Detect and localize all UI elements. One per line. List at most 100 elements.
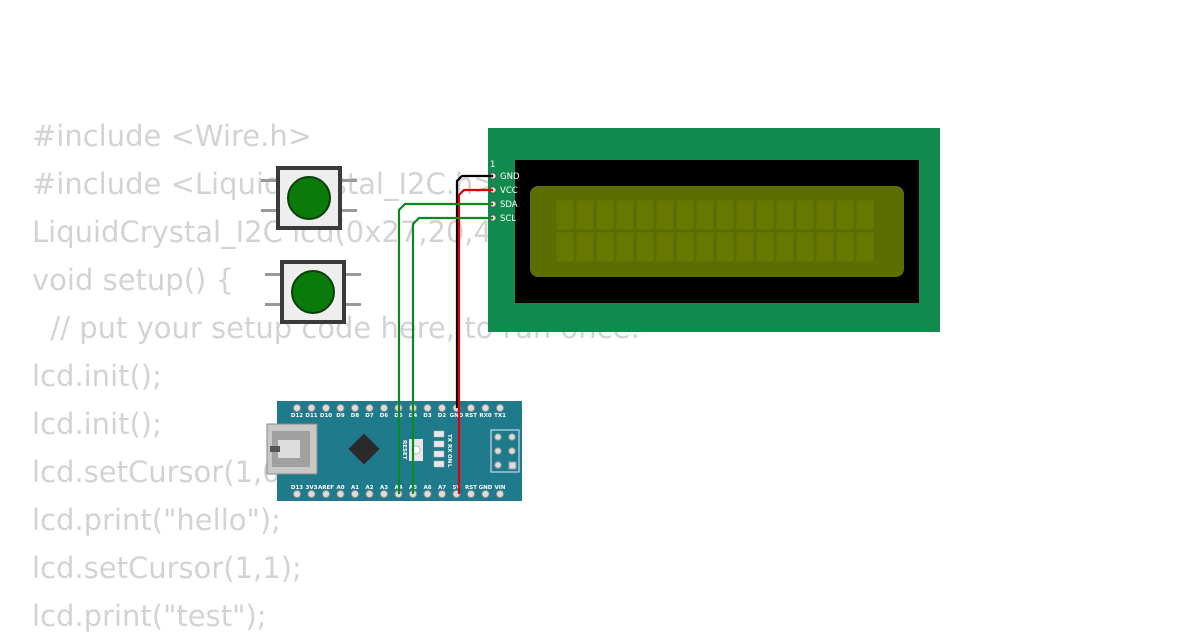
lcd-char-cell — [755, 199, 775, 231]
code-line: lcd.print("hello"); — [32, 503, 281, 537]
lcd-char-cell — [695, 199, 715, 231]
usb-connector — [266, 423, 318, 475]
nano-pin-d9[interactable] — [336, 403, 345, 413]
nano-pin-tx1[interactable] — [495, 403, 505, 413]
wire-sda[interactable] — [397, 202, 493, 494]
nano-pin-d7[interactable] — [365, 403, 374, 413]
nano-pin-label: D12 — [291, 413, 303, 419]
nano-pin-label: GND — [479, 485, 493, 491]
code-line: LiquidCrystal_I2C lcd(0x27,20,4); — [32, 215, 514, 249]
lcd-char-cell — [595, 231, 615, 263]
nano-pin-rst[interactable] — [466, 489, 476, 499]
lcd-char-cell — [575, 231, 595, 263]
lcd-char-cell — [595, 199, 615, 231]
code-line: lcd.print("test"); — [32, 599, 267, 633]
lcd-char-cell — [715, 199, 735, 231]
nano-pin-rx0[interactable] — [481, 403, 490, 413]
led-on — [433, 450, 445, 458]
lcd-char-cell — [675, 231, 695, 263]
nano-pin-vin[interactable] — [495, 489, 505, 499]
nano-pin-gnd[interactable] — [481, 489, 490, 499]
microcontroller-chip — [348, 433, 380, 465]
lcd-character-grid — [555, 199, 875, 263]
nano-pin-label: VIN — [495, 485, 506, 491]
lcd-char-cell — [855, 199, 875, 231]
code-line: lcd.setCursor(1,1); — [32, 551, 302, 585]
lcd-char-cell — [775, 231, 795, 263]
nano-pin-label: A3 — [380, 485, 388, 491]
nano-pin-label: 3V3 — [306, 485, 318, 491]
nano-pin-a6[interactable] — [423, 489, 432, 499]
nano-pin-rst[interactable] — [466, 403, 476, 413]
lcd-char-cell — [855, 231, 875, 263]
lcd-pin1-marker: 1 — [490, 160, 495, 170]
nano-pin-label: D8 — [351, 413, 360, 419]
nano-pin-d10[interactable] — [321, 403, 331, 413]
lcd-char-cell — [815, 231, 835, 263]
icsp-header — [490, 429, 520, 473]
lcd-char-cell — [815, 199, 835, 231]
lcd-char-cell — [655, 231, 675, 263]
nano-pin-label: D7 — [365, 413, 374, 419]
nano-pin-a1[interactable] — [350, 489, 360, 499]
nano-pin-d8[interactable] — [350, 403, 360, 413]
button-leg — [265, 273, 281, 276]
button-cap[interactable] — [287, 176, 331, 220]
code-line: #include <Wire.h> — [32, 119, 313, 153]
wire-scl[interactable] — [411, 216, 493, 494]
wire-vcc[interactable] — [457, 188, 493, 494]
nano-pin-label: A1 — [351, 485, 359, 491]
nano-pin-label: D6 — [380, 413, 389, 419]
button-leg — [341, 179, 357, 182]
nano-pin-a0[interactable] — [336, 489, 345, 499]
nano-pin-d6[interactable] — [379, 403, 389, 413]
nano-pin-label: AREF — [318, 485, 334, 491]
wire-gnd[interactable] — [455, 174, 493, 408]
lcd-char-cell — [835, 199, 855, 231]
lcd-pin-label: SCL — [500, 214, 516, 224]
nano-pin-label: GND — [450, 413, 464, 419]
lcd-char-cell — [755, 231, 775, 263]
code-line: void setup() { — [32, 263, 234, 297]
lcd-char-cell — [655, 199, 675, 231]
nano-pin-label: TX1 — [494, 413, 506, 419]
status-leds — [433, 430, 445, 468]
nano-pin-d13[interactable] — [292, 489, 302, 499]
lcd-char-cell — [635, 231, 655, 263]
nano-pin-label: RST — [465, 413, 477, 419]
nano-pin-3v3[interactable] — [307, 489, 316, 499]
pushbutton-2[interactable] — [265, 260, 361, 324]
nano-pin-a2[interactable] — [365, 489, 374, 499]
lcd-pin-label: VCC — [500, 186, 518, 196]
led-l — [433, 460, 445, 468]
button-cap[interactable] — [291, 270, 335, 314]
lcd-char-cell — [735, 199, 755, 231]
wires — [397, 174, 493, 494]
lcd-char-cell — [795, 199, 815, 231]
nano-pin-a3[interactable] — [379, 489, 389, 499]
lcd-char-cell — [775, 199, 795, 231]
nano-pin-label: D11 — [305, 413, 317, 419]
nano-pin-a7[interactable] — [437, 489, 447, 499]
led-label: TX — [446, 434, 452, 443]
code-line: lcd.init(); — [32, 407, 162, 441]
lcd-char-cell — [615, 199, 635, 231]
nano-pin-d2[interactable] — [437, 403, 447, 413]
nano-pin-d12[interactable] — [292, 403, 302, 413]
nano-pin-label: D3 — [423, 413, 432, 419]
nano-pin-d11[interactable] — [307, 403, 316, 413]
code-line: lcd.setCursor(1,0); — [32, 455, 302, 489]
led-rx — [433, 440, 445, 448]
lcd-screen — [530, 186, 904, 277]
nano-pin-aref[interactable] — [321, 489, 331, 499]
nano-pin-label: A2 — [365, 485, 373, 491]
nano-pin-d3[interactable] — [423, 403, 432, 413]
lcd-char-cell — [795, 231, 815, 263]
nano-pin-label: A6 — [423, 485, 431, 491]
pushbutton-1[interactable] — [261, 166, 357, 230]
led-label: L — [446, 464, 452, 468]
